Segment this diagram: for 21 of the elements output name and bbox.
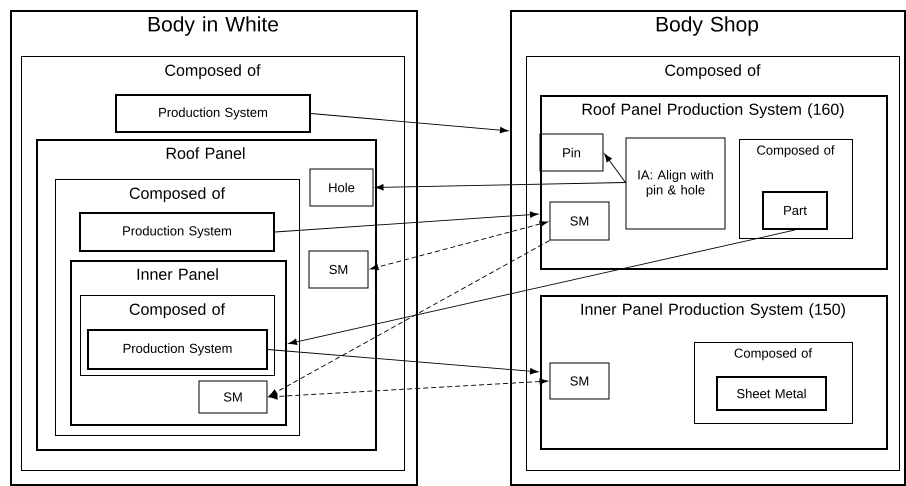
component-box: SM (550, 202, 610, 240)
component-box: Production System (87, 329, 268, 370)
component-box: Sheet Metal (716, 376, 827, 411)
arrow (604, 154, 626, 183)
arrow (268, 240, 550, 396)
component-box: SM (308, 250, 368, 288)
component-box: Production System (115, 94, 311, 133)
arrow (269, 378, 548, 400)
component-box: IA: Align with pin & hole (626, 138, 726, 230)
arrow (274, 211, 538, 232)
arrow (375, 182, 626, 190)
arrow (370, 220, 548, 270)
component-box: SM (550, 362, 610, 400)
arrow (268, 349, 538, 374)
arrow (310, 113, 508, 134)
component-box: SM (198, 380, 268, 414)
component-box: Hole (310, 168, 374, 206)
component-box: Part (762, 191, 828, 230)
component-box: Pin (540, 134, 604, 172)
component-box: Production System (79, 212, 275, 252)
arrow (288, 230, 796, 346)
